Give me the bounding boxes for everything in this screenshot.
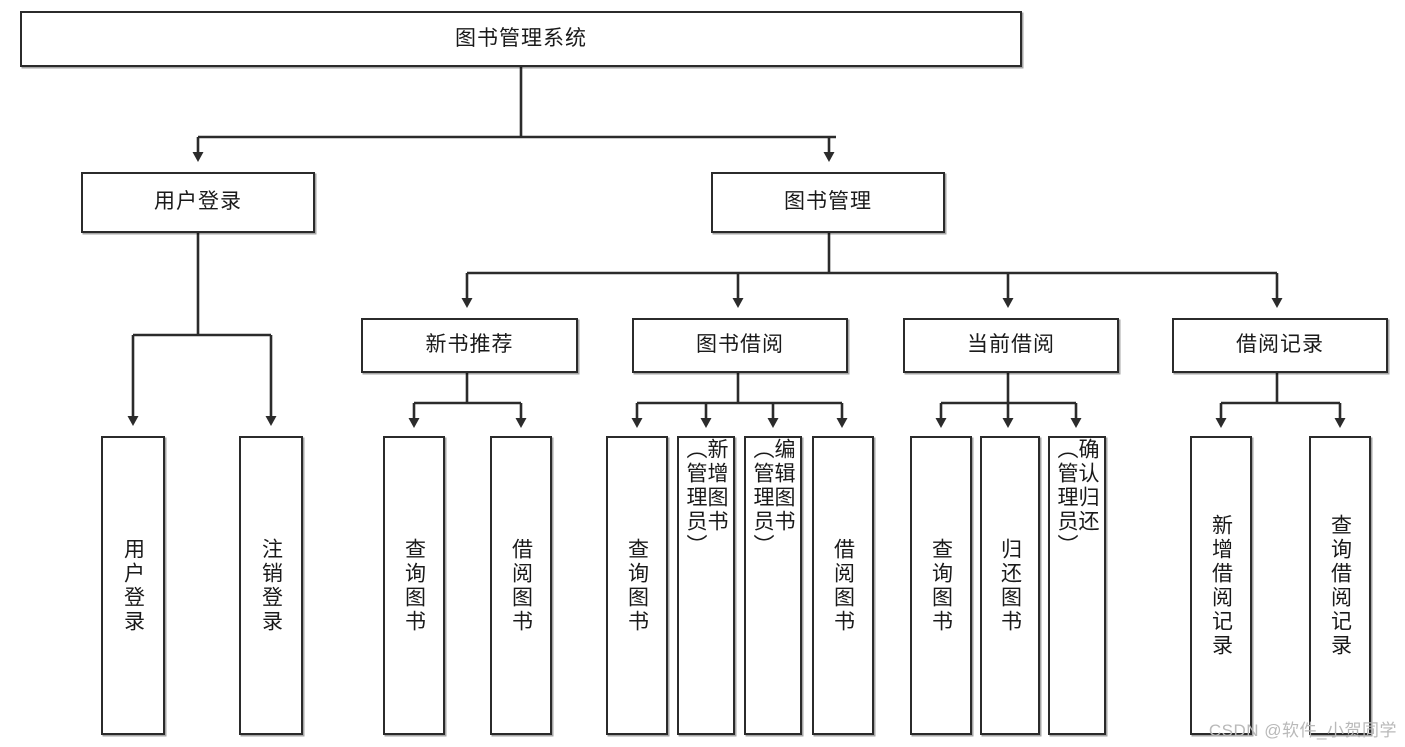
leaf-user-login[interactable]: 用户登录 [101,436,165,735]
node-current-borrow[interactable]: 当前借阅 [903,318,1119,373]
node-label: 查询借阅记录 [1328,513,1352,658]
node-label: 图书管理 [784,190,872,214]
node-label: 编辑图书 （管理员） [751,438,795,558]
node-user-login[interactable]: 用户登录 [81,172,315,233]
node-label: 图书借阅 [696,333,784,357]
node-label: 注销登录 [259,537,283,634]
node-label: 当前借阅 [967,333,1055,357]
leaf-add-borrow-record[interactable]: 新增借阅记录 [1190,436,1252,735]
node-root-book-management-system[interactable]: 图书管理系统 [20,11,1022,67]
csdn-watermark: CSDN @软件_小贺同学 [1208,721,1397,740]
node-label: 确认归还 （管理员） [1055,438,1099,558]
node-borrow-record[interactable]: 借阅记录 [1172,318,1388,373]
node-label: 用户登录 [121,537,145,634]
leaf-query-book-current[interactable]: 查询图书 [910,436,972,735]
node-book-borrow[interactable]: 图书借阅 [632,318,848,373]
node-label: 借阅图书 [831,537,855,634]
leaf-query-borrow-record[interactable]: 查询借阅记录 [1309,436,1371,735]
node-label: 查询图书 [929,537,953,634]
node-new-book-recommend[interactable]: 新书推荐 [361,318,578,373]
node-label: 新书推荐 [425,333,514,357]
leaf-query-book-borrow[interactable]: 查询图书 [606,436,668,735]
node-label: 查询图书 [402,537,426,634]
node-book-management[interactable]: 图书管理 [711,172,945,233]
leaf-return-book[interactable]: 归还图书 [980,436,1040,735]
node-label: 图书管理系统 [455,26,587,50]
node-label: 用户登录 [154,190,242,214]
leaf-query-book-recommend[interactable]: 查询图书 [383,436,445,735]
node-label: 借阅图书 [509,537,533,634]
leaf-borrow-book[interactable]: 借阅图书 [812,436,874,735]
node-label: 归还图书 [998,537,1022,634]
node-label: 借阅记录 [1236,333,1324,357]
node-label: 新增借阅记录 [1209,513,1233,658]
node-label: 新增图书 （管理员） [684,438,728,558]
leaf-confirm-return-admin[interactable]: 确认归还 （管理员） [1048,436,1106,735]
leaf-borrow-book-recommend[interactable]: 借阅图书 [490,436,552,735]
leaf-logout[interactable]: 注销登录 [239,436,303,735]
leaf-edit-book-admin[interactable]: 编辑图书 （管理员） [744,436,802,735]
leaf-add-book-admin[interactable]: 新增图书 （管理员） [677,436,735,735]
node-label: 查询图书 [625,537,649,634]
